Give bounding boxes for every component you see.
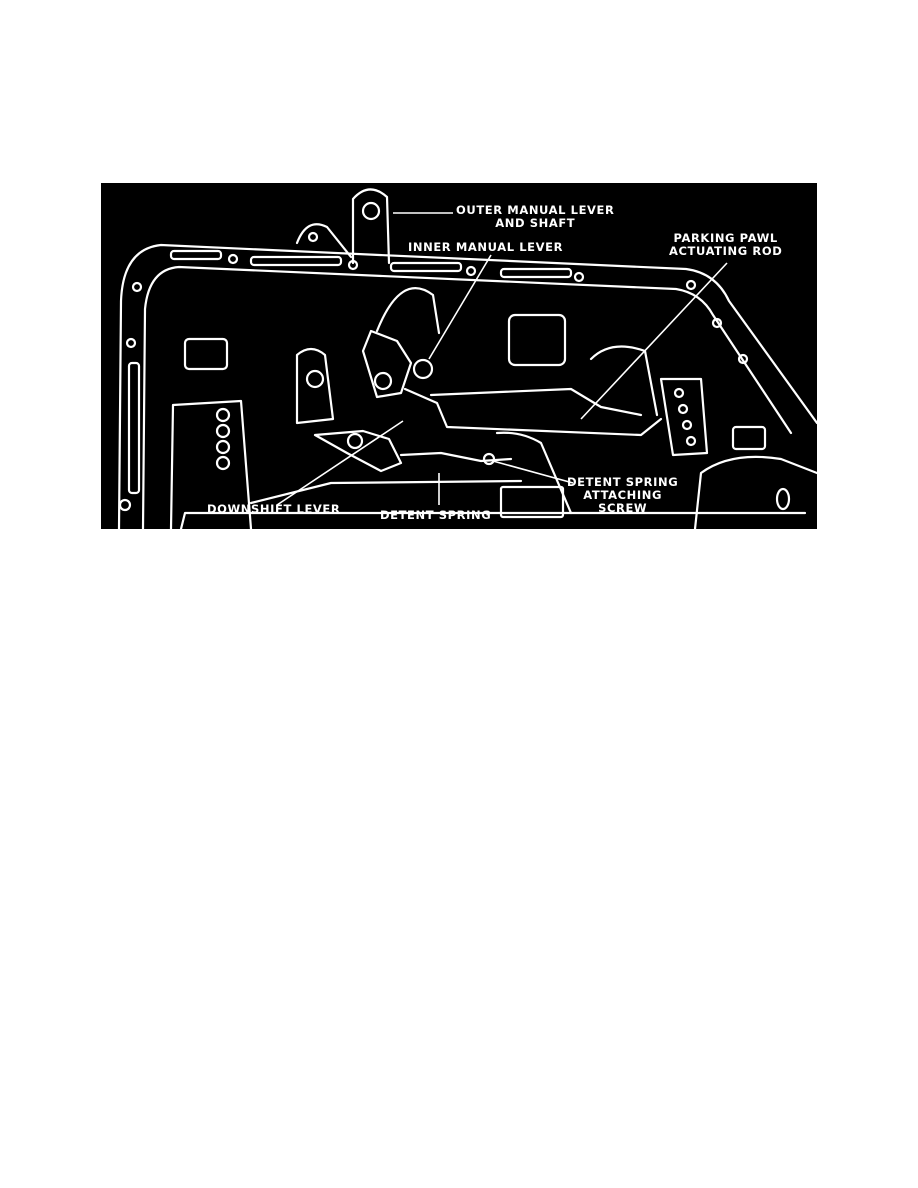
label-inner-manual-lever: INNER MANUAL LEVER <box>408 240 564 254</box>
leader-inner-manual-lever <box>428 254 492 360</box>
outer-lever-tab-hole <box>307 231 319 243</box>
label-downshift-lever: DOWNSHIFT LEVER <box>207 502 341 516</box>
rim-bolt-hole <box>125 337 137 349</box>
leader-downshift-lever <box>276 420 404 506</box>
boss-hole <box>305 369 325 389</box>
label-parking-pawl-actuating-rod: PARKING PAWL ACTUATING ROD <box>669 231 783 258</box>
valve-bore <box>215 439 231 455</box>
downshift-lever-pin <box>346 432 364 450</box>
valve-bore <box>215 407 231 423</box>
right-port <box>731 425 767 451</box>
label-detent-spring-attaching-screw: DETENT SPRING ATTACHING SCREW <box>567 475 679 515</box>
rim-bolt-hole <box>685 279 697 291</box>
right-bolt-hole <box>685 435 697 447</box>
valve-bore <box>215 423 231 439</box>
base-casting <box>179 511 807 529</box>
rim-slot <box>389 261 463 273</box>
rim-slot <box>127 361 141 495</box>
right-bolt-row <box>659 377 709 457</box>
right-lower-casting <box>693 455 817 529</box>
leader-parking-pawl-rod <box>580 262 728 420</box>
detent-spring-roller <box>495 431 573 515</box>
rim-slot <box>169 249 223 261</box>
outer-manual-lever <box>351 188 391 265</box>
right-lower-hole <box>775 487 791 511</box>
valve-block <box>507 313 567 367</box>
case-inner-rim <box>141 265 793 529</box>
valve-body-left <box>169 399 253 529</box>
outer-lever-tab <box>295 223 353 259</box>
right-casting <box>589 345 659 417</box>
rim-slot <box>249 255 343 267</box>
rim-bolt-hole <box>573 271 585 283</box>
detent-spring-screw <box>482 452 496 466</box>
lower-casting <box>249 479 523 505</box>
detent-spring <box>399 451 513 463</box>
rod-guide <box>429 387 643 417</box>
case-outer-rim <box>117 243 817 529</box>
parking-pawl-actuating-rod <box>403 387 663 437</box>
rim-bolt-hole <box>711 317 723 329</box>
downshift-lever <box>313 429 403 473</box>
leader-detent-spring-screw <box>492 460 574 484</box>
outer-lever-hole <box>361 201 381 221</box>
leader-lines <box>276 212 728 506</box>
rim-bolt-hole <box>227 253 239 265</box>
rim-slot <box>499 267 573 279</box>
valve-bore <box>215 455 231 471</box>
transmission-valve-body-figure: OUTER MANUAL LEVER AND SHAFT INNER MANUA… <box>101 183 817 529</box>
rim-bolt-hole <box>465 265 477 277</box>
valve-body-illustration <box>117 188 817 529</box>
inner-lever-pin <box>373 371 393 391</box>
right-bolt-hole <box>681 419 693 431</box>
inner-manual-lever <box>361 329 413 399</box>
rim-bolt-hole <box>131 281 143 293</box>
label-outer-manual-lever: OUTER MANUAL LEVER AND SHAFT <box>456 203 615 230</box>
upper-casting <box>375 287 441 335</box>
bottom-block <box>499 485 565 519</box>
boss-casting <box>295 347 335 425</box>
rim-bolt-hole <box>118 498 132 512</box>
inner-lever-pin <box>412 358 434 380</box>
left-bracket <box>183 337 229 371</box>
right-bolt-hole <box>673 387 685 399</box>
label-detent-spring: DETENT SPRING <box>380 508 492 522</box>
right-bolt-hole <box>677 403 689 415</box>
rim-bolt-hole <box>737 353 749 365</box>
